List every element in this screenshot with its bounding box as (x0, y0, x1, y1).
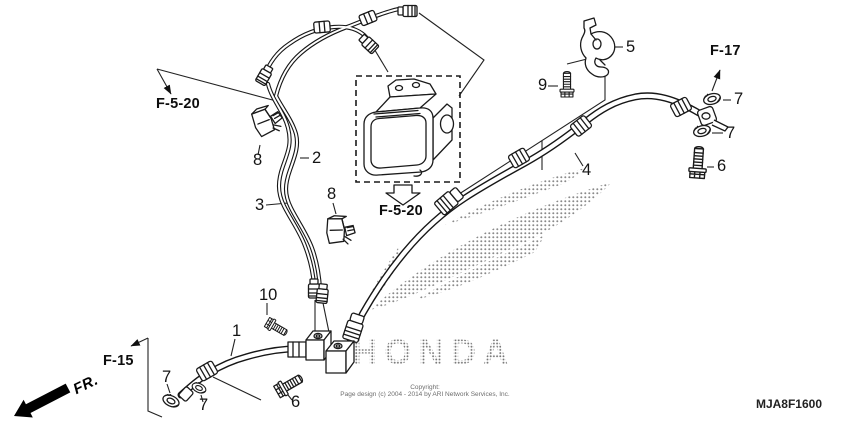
copyright-line1: Copyright: (410, 384, 440, 391)
callout-2: 2 (312, 149, 322, 167)
callout-7-front-lower: 7 (199, 396, 209, 414)
junction-blocks (305, 330, 355, 374)
callout-10: 10 (259, 286, 278, 304)
fr-direction-arrow-icon (14, 383, 71, 418)
copyright-line2: Page design (c) 2004 - 2014 by ARI Netwo… (340, 391, 510, 398)
down-arrow-icon (385, 184, 421, 206)
joint-bolt (263, 316, 290, 340)
hose-bracket (579, 17, 616, 78)
callout-4: 4 (582, 161, 592, 179)
ref-label-f15: F-15 (103, 353, 134, 369)
callout-7-front-upper: 7 (162, 368, 172, 386)
callout-9: 9 (538, 76, 548, 94)
honda-watermark-text: HONDA (352, 333, 515, 372)
brake-pipes (254, 4, 418, 305)
callout-6-rear: 6 (717, 157, 727, 175)
callout-6-front: 6 (291, 393, 301, 411)
ref-label-f17: F-17 (710, 43, 741, 59)
callout-5: 5 (626, 38, 636, 56)
callout-8-lower: 8 (327, 185, 337, 203)
honda-wing-watermark: HONDA (352, 168, 612, 372)
pipe-clamp-lower (323, 213, 358, 248)
callout-3: 3 (255, 196, 265, 214)
ref-label-f520-bottom: F-5-20 (379, 203, 423, 219)
callout-7-rear-lower: 7 (726, 124, 736, 142)
bracket-bolt (559, 71, 575, 98)
diagram-part-code: MJA8F1600 (755, 397, 822, 411)
ref-label-f520-left: F-5-20 (156, 96, 200, 112)
callout-1: 1 (232, 322, 242, 340)
copyright-text: Copyright: Page design (c) 2004 - 2014 b… (303, 384, 547, 398)
rear-banjo-fitting (687, 90, 729, 180)
rear-brake-hose (341, 92, 703, 356)
abs-modulator (355, 75, 461, 183)
callout-7-rear-upper: 7 (734, 90, 744, 108)
callout-8-upper: 8 (253, 151, 263, 169)
